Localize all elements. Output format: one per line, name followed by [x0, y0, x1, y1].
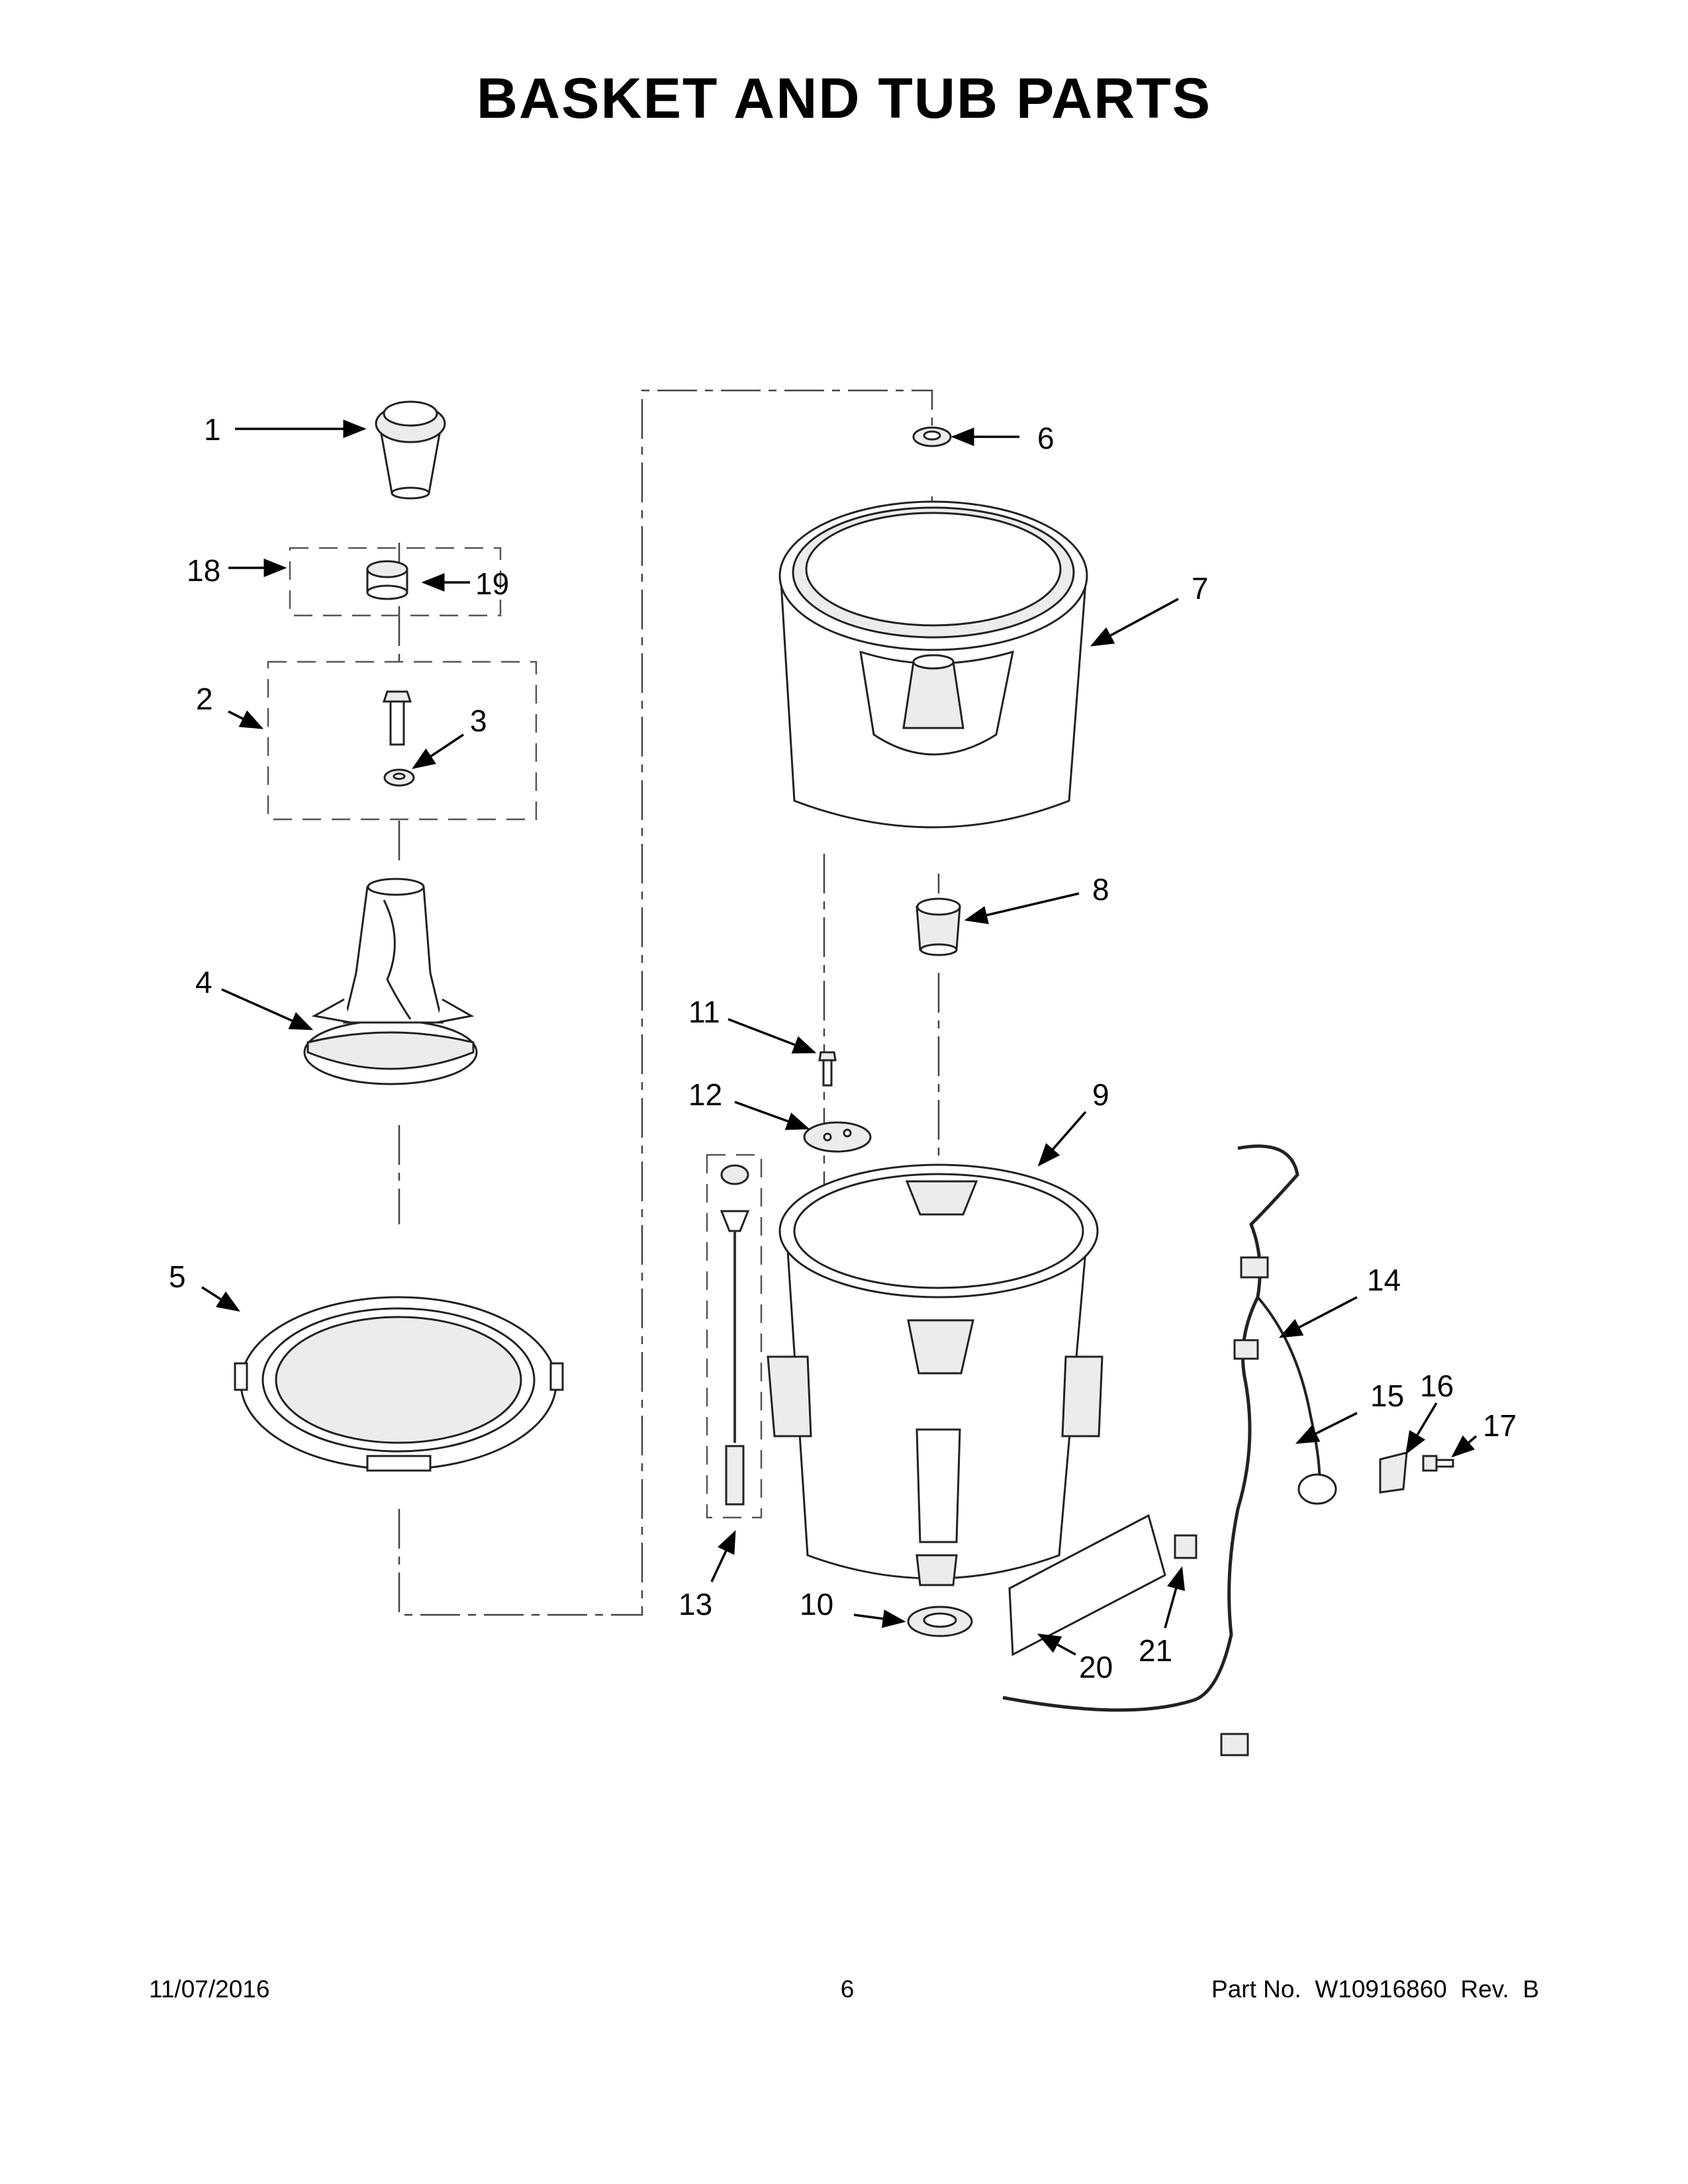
part-1-dispenser — [375, 400, 446, 500]
group-box-13 — [706, 1154, 763, 1519]
footer-part-number: Part No. W10916860 Rev. B — [1211, 1976, 1539, 2003]
callout-14: 14 — [1367, 1263, 1401, 1297]
callout-arrows — [201, 420, 1477, 1656]
part-7-basket — [778, 500, 1088, 829]
callout-7: 7 — [1192, 571, 1209, 606]
callout-18: 18 — [187, 553, 220, 588]
part-21-plug — [1174, 1534, 1197, 1559]
part-12-cover — [803, 1121, 872, 1153]
part-6-nut — [912, 426, 952, 447]
part-11-screw — [818, 1051, 837, 1087]
part-16-clip — [1379, 1451, 1408, 1494]
callout-2: 2 — [196, 682, 213, 716]
part-14-wire-harness — [1002, 1144, 1337, 1756]
callout-13: 13 — [679, 1587, 712, 1621]
callout-21: 21 — [1139, 1633, 1172, 1668]
callout-9: 9 — [1092, 1077, 1109, 1112]
part-20-shield — [1008, 1514, 1166, 1657]
page-title: BASKET AND TUB PARTS — [476, 67, 1212, 130]
callout-5: 5 — [169, 1259, 186, 1294]
part-9-outer-tub — [767, 1163, 1103, 1586]
callout-1: 1 — [204, 412, 221, 447]
callout-11: 11 — [688, 995, 720, 1029]
part-13-rod-assembly — [720, 1164, 750, 1506]
callout-20: 20 — [1079, 1650, 1113, 1684]
group-box-2 — [267, 660, 538, 821]
part-5-tub-ring — [234, 1296, 564, 1472]
callout-16: 16 — [1420, 1369, 1454, 1403]
part-17-screw — [1422, 1455, 1454, 1472]
part-3-washer — [383, 768, 415, 787]
callout-8: 8 — [1092, 872, 1109, 907]
callout-numbers: 1 6 18 19 7 2 3 8 4 11 12 9 5 14 15 16 1… — [169, 412, 1517, 1684]
callout-12: 12 — [688, 1077, 722, 1112]
callout-4: 4 — [195, 965, 212, 999]
callout-17: 17 — [1483, 1408, 1517, 1443]
part-2-bolt — [382, 690, 412, 746]
callout-10: 10 — [800, 1587, 833, 1621]
callout-3: 3 — [470, 704, 487, 738]
part-10-seal — [907, 1606, 973, 1637]
callout-19: 19 — [475, 567, 509, 601]
part-8-hub — [915, 897, 961, 956]
group-box-18 — [289, 547, 502, 617]
part-4-impeller — [303, 878, 478, 1085]
footer-page-number: 6 — [840, 1976, 855, 2003]
part-19-cap — [366, 560, 408, 600]
footer-date: 11/07/2016 — [149, 1976, 270, 2003]
callout-6: 6 — [1037, 421, 1055, 455]
callout-15: 15 — [1370, 1379, 1404, 1413]
